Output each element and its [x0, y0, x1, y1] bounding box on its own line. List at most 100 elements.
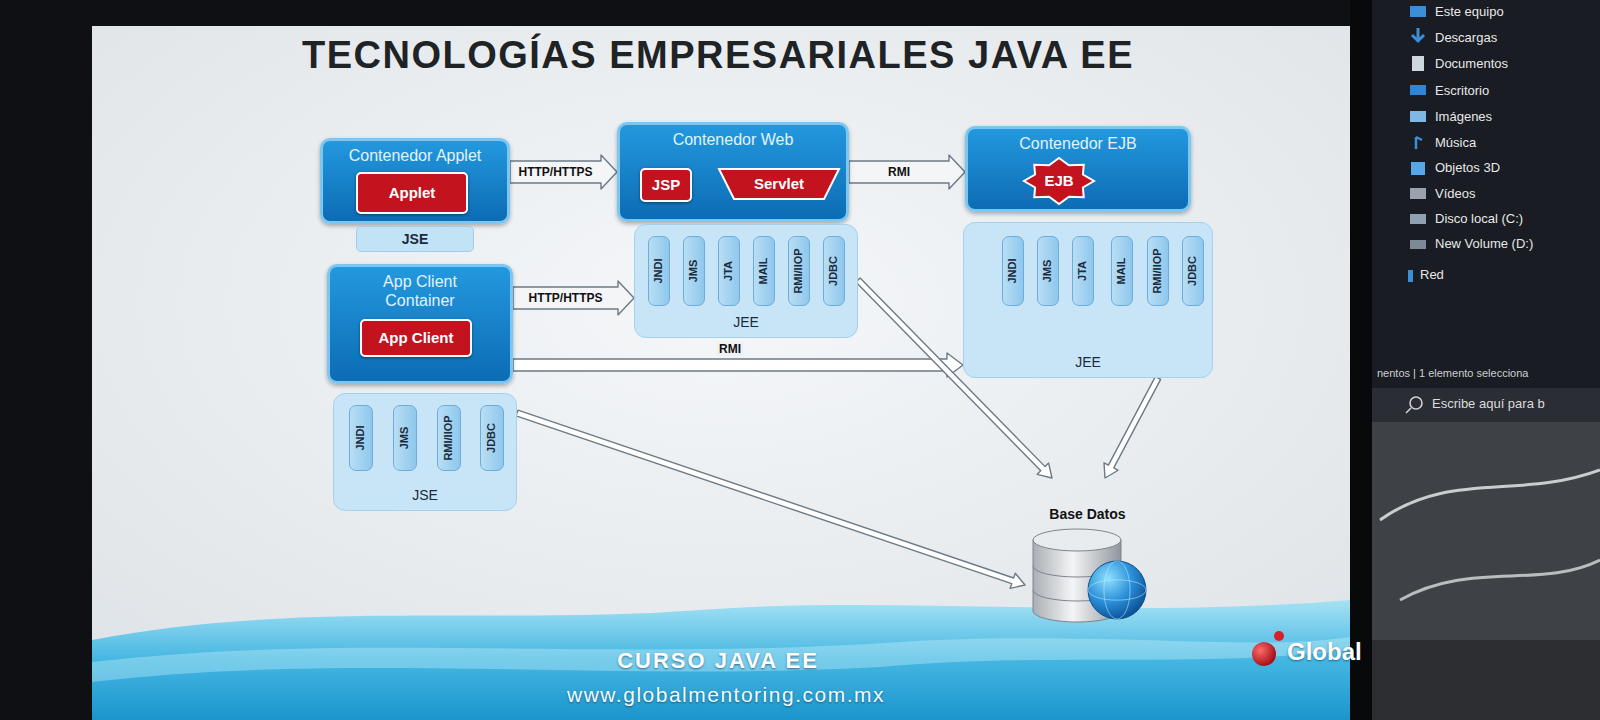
globe — [1088, 561, 1146, 619]
cable — [1380, 470, 1600, 520]
globe-meridian — [1104, 561, 1130, 619]
folder-icon — [1410, 6, 1426, 17]
database-cylinder-outline — [1025, 478, 1150, 625]
block-arrow — [516, 410, 1025, 588]
logo-mark — [1252, 642, 1276, 666]
node-label: JTA — [722, 261, 735, 281]
component-box: App Client — [360, 319, 472, 357]
sidebar-item: Red — [1420, 267, 1444, 283]
api-pill: JMS — [1037, 236, 1059, 306]
search-icon — [1410, 397, 1422, 409]
search-hint: Escribe aquí para b — [1432, 396, 1545, 412]
api-panel: JEE JNDI JMS JTA MAIL RMI/IIOP JDBC — [634, 224, 858, 338]
protocol-label: RMI — [717, 342, 743, 356]
sidebar-item: Escritorio — [1435, 83, 1489, 99]
document-icon — [1412, 56, 1424, 71]
node-label: JMS — [687, 260, 700, 283]
api-pill: RMI/IIOP — [437, 405, 461, 471]
course-name: CURSO JAVA EE — [617, 648, 819, 674]
api-pill: MAIL — [753, 236, 775, 306]
protocol-label: HTTP/HTTPS — [517, 165, 595, 179]
container-box: Contenedor WebJSP Servlet — [617, 122, 849, 222]
api-pill: RMI/IIOP — [788, 236, 810, 306]
container-box: Contenedor EJB EJB — [965, 126, 1191, 212]
api-pill: JMS — [683, 236, 705, 306]
logo-dot — [1274, 631, 1284, 641]
node-label: MAIL — [1115, 258, 1128, 285]
sidebar-item: Imágenes — [1435, 109, 1492, 125]
api-pill: JMS — [393, 405, 417, 471]
block-arrow — [510, 155, 617, 189]
api-panel: JEEJNDIJMSJTAMAILRMI/IIOPJDBC — [963, 222, 1213, 378]
servlet-body — [719, 169, 839, 199]
container-box: Contenedor AppletApplet — [320, 138, 510, 224]
sidebar-item: Música — [1435, 135, 1476, 151]
platform-band: JSE — [356, 226, 474, 252]
footer-wave — [92, 637, 1350, 682]
api-pill: JTA — [718, 236, 740, 306]
video-icon — [1410, 188, 1426, 199]
node-label: Contenedor Web — [673, 130, 794, 149]
api-panel: JSE JNDI JMS RMI/IIOP JDBC — [333, 393, 517, 511]
website-url: www.globalmentoring.com.mx — [567, 682, 885, 707]
download-icon — [1412, 28, 1424, 41]
node-label: JEE — [1075, 354, 1101, 371]
disk-icon — [1410, 214, 1426, 224]
music-icon — [1416, 137, 1422, 149]
node-label: JMS — [1041, 260, 1054, 283]
component-box: Applet — [356, 172, 468, 214]
network-icon — [1408, 270, 1413, 282]
node-label: JSE — [412, 487, 438, 504]
api-pill: JDBC — [480, 405, 504, 471]
objects-icon — [1411, 162, 1425, 175]
node-label: App Client Container — [360, 272, 480, 310]
sidebar-item: Vídeos — [1435, 186, 1475, 202]
desk-photo — [1372, 422, 1600, 720]
api-pill: JNDI — [648, 236, 670, 306]
node-label: MAIL — [757, 258, 770, 285]
cylinder-top — [1033, 529, 1121, 551]
node-label: JNDI — [1006, 258, 1019, 283]
sidebar-item: Este equipo — [1435, 4, 1504, 20]
node-label: JNDI — [354, 425, 367, 450]
api-pill: JTA — [1072, 236, 1094, 306]
cable — [1400, 560, 1600, 600]
sidebar-item: Documentos — [1435, 56, 1508, 72]
sidebar-item: Disco local (C:) — [1435, 211, 1523, 227]
globe-parallel — [1088, 580, 1146, 600]
node-label: EJB — [1044, 172, 1073, 190]
node-label: JDBC — [485, 423, 498, 453]
desktop-icon — [1410, 85, 1426, 95]
node-label: RMI/IIOP — [792, 248, 805, 293]
diagram-title: TECNOLOGÍAS EMPRESARIALES JAVA EE — [218, 34, 1218, 77]
node-label: JSE — [402, 231, 428, 248]
status-text: nentos | 1 elemento selecciona — [1377, 367, 1528, 380]
servlet-shape: Servlet — [718, 168, 840, 200]
desk-shadow — [1372, 640, 1600, 720]
node-label: JEE — [733, 314, 759, 331]
api-pill: JDBC — [1182, 236, 1204, 306]
logo-text: Global — [1287, 638, 1362, 667]
disk-icon — [1410, 240, 1426, 249]
api-pill: JNDI — [349, 405, 373, 471]
explorer-sidebar — [1372, 0, 1600, 388]
pictures-icon — [1410, 111, 1426, 122]
slide-ground — [92, 26, 1350, 720]
footer-band — [92, 600, 1350, 720]
block-arrow — [1104, 377, 1161, 478]
database-cylinder: Base Datos — [1025, 478, 1150, 625]
protocol-label: RMI — [886, 165, 912, 179]
api-pill: JDBC — [823, 236, 845, 306]
node-label: Contenedor Applet — [349, 146, 482, 165]
node-label: JDBC — [827, 256, 840, 286]
search-icon-handle — [1406, 408, 1411, 413]
component-box: JSP — [640, 168, 692, 202]
sidebar-item: New Volume (D:) — [1435, 236, 1533, 252]
block-arrow — [849, 155, 965, 189]
node-label: Contenedor EJB — [1019, 134, 1136, 153]
api-pill: MAIL — [1111, 236, 1133, 306]
search-bar — [1372, 388, 1600, 422]
ejb-star: EJB — [1022, 156, 1096, 206]
